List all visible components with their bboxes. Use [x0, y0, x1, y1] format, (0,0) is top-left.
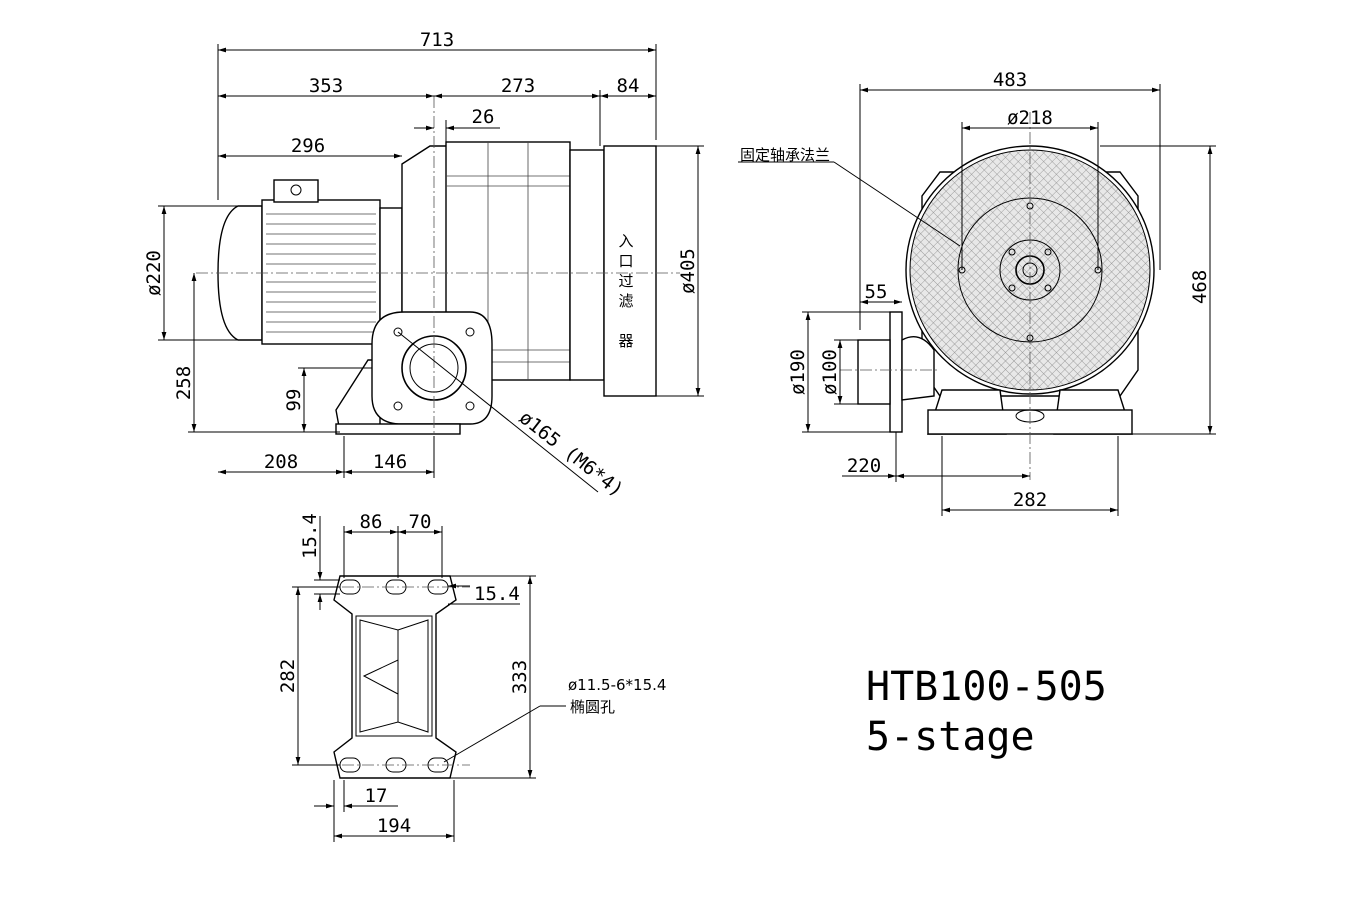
dim-220-front: 220	[847, 455, 881, 477]
dim-333: 333	[509, 660, 531, 694]
dim-282-base: 282	[277, 659, 299, 693]
dim-353: 353	[309, 75, 343, 97]
dim-483: 483	[993, 69, 1027, 91]
hole-note-2: 椭圆孔	[570, 698, 615, 716]
dim-26: 26	[472, 106, 495, 128]
dim-208: 208	[264, 451, 298, 473]
dim-468: 468	[1189, 270, 1211, 304]
motor	[217, 179, 403, 345]
hole-note: ø11.5-6*15.4	[568, 676, 666, 694]
filter-label-4: 滤	[618, 292, 633, 310]
dim-165: ø165 (M6*4)	[515, 407, 628, 502]
dim-15-4-top: 15.4	[299, 513, 321, 559]
dim-282-front: 282	[1013, 489, 1047, 511]
dim-296: 296	[291, 135, 325, 157]
dim-194: 194	[377, 815, 411, 837]
bearing-flange-note: 固定轴承法兰	[740, 146, 830, 164]
front-view: 483 ø218 468 55 ø190 ø100 220	[738, 69, 1216, 516]
base-dimensions: 86 70 15.4 15.4 282 333 17	[277, 511, 666, 842]
dim-405: ø405	[677, 248, 699, 294]
dim-258: 258	[173, 366, 195, 400]
dim-220: ø220	[143, 250, 165, 296]
dim-218: ø218	[1007, 107, 1053, 129]
model-title: HTB100-505	[866, 664, 1107, 710]
dim-146: 146	[373, 451, 407, 473]
front-dimensions: 483 ø218 468 55 ø190 ø100 220	[738, 69, 1216, 516]
dim-86: 86	[360, 511, 383, 533]
dim-15-4-side: 15.4	[474, 583, 520, 605]
dim-273: 273	[501, 75, 535, 97]
dim-99: 99	[283, 389, 305, 412]
stage-label: 5-stage	[866, 714, 1035, 760]
filter-label-3: 过	[618, 272, 633, 290]
outlet-flange	[335, 311, 493, 435]
dim-55: 55	[865, 281, 888, 303]
dim-190: ø190	[787, 349, 809, 395]
inlet-filter: 入 口 过 滤 器	[603, 145, 657, 397]
dim-100: ø100	[819, 349, 841, 395]
side-view: 入 口 过 滤 器 713	[143, 29, 704, 501]
dim-70: 70	[409, 511, 432, 533]
dim-713: 713	[420, 29, 454, 51]
dim-17: 17	[365, 785, 388, 807]
filter-label-2: 口	[618, 252, 633, 270]
dim-84: 84	[617, 75, 640, 97]
filter-label-5: 器	[618, 332, 633, 350]
base-view: 86 70 15.4 15.4 282 333 17	[277, 511, 666, 842]
filter-label-1: 入	[618, 232, 633, 250]
